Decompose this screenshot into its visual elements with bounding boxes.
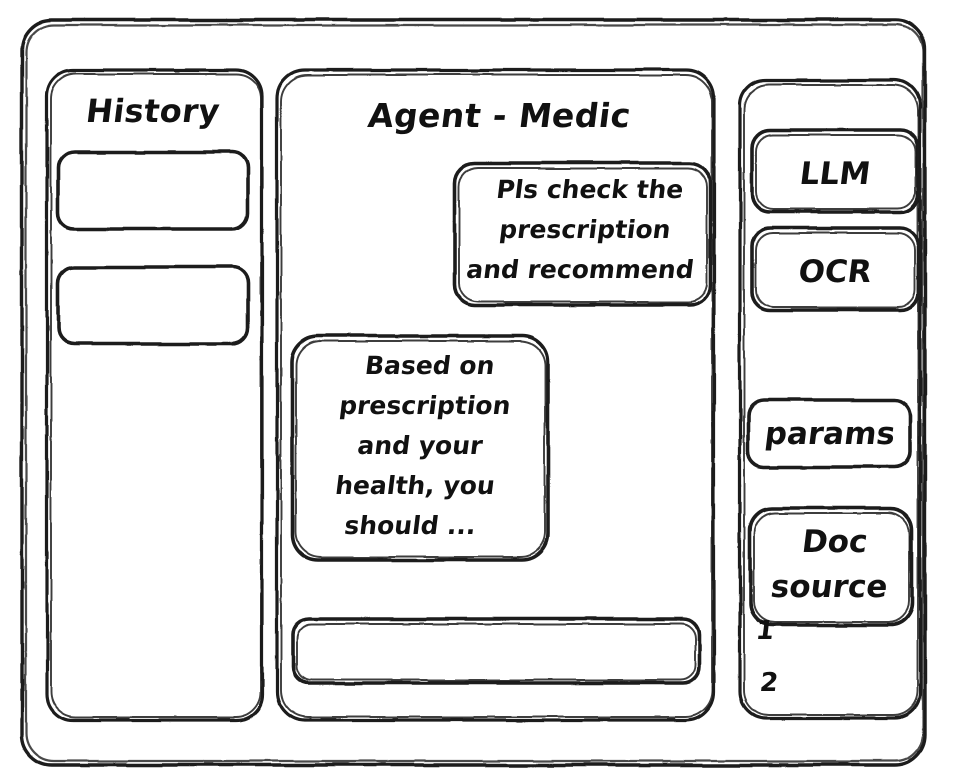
params-button[interactable] <box>748 400 910 467</box>
composer-input[interactable] <box>293 619 699 683</box>
doc-source-card[interactable] <box>750 508 912 625</box>
history-panel-title: History <box>83 92 223 130</box>
doc-source-item-2[interactable]: 2 <box>758 668 780 698</box>
agent-panel-title: Agent - Medic <box>365 96 634 135</box>
assistant-message-bubble <box>292 336 548 560</box>
llm-button[interactable] <box>752 130 918 212</box>
history-item-2[interactable] <box>58 267 248 344</box>
history-item-1[interactable] <box>58 152 248 229</box>
user-message-bubble <box>455 163 710 305</box>
ocr-button[interactable] <box>752 228 918 310</box>
